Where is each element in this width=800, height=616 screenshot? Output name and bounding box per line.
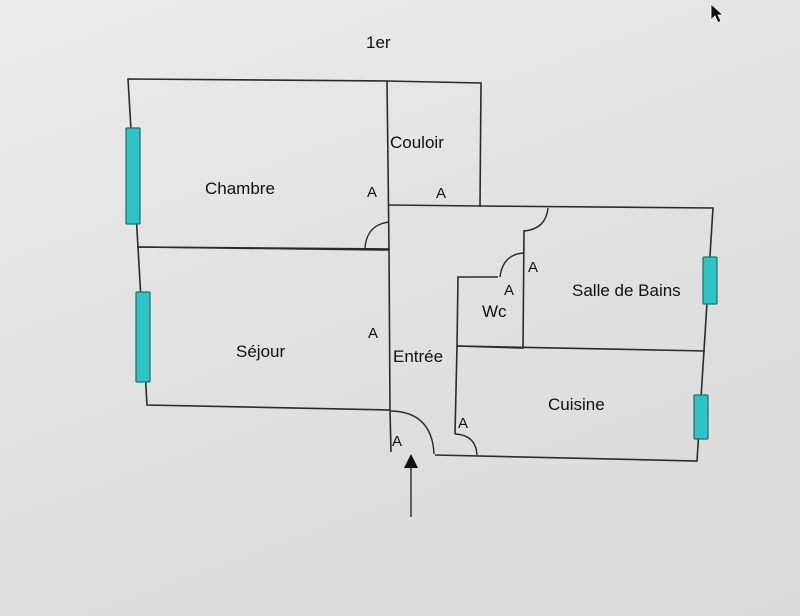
wall-cuisine [456,345,706,352]
wall-salle-de-bains [434,205,714,462]
floor-title: 1er [366,33,391,52]
windows [125,127,718,440]
room-label-sejour: Séjour [236,342,285,361]
door-arc-entree [390,410,435,455]
wall-entree-left [389,409,392,453]
door-arc-salle-de-bains [523,207,549,232]
door-markers: A A A A A A A [367,184,538,450]
room-labels: Chambre Couloir Séjour Entrée Wc Salle d… [205,133,681,414]
door-arc-wc [499,252,525,278]
window-salle-de-bains [702,256,718,305]
wall-couloir [386,80,482,207]
room-label-entree: Entrée [393,347,443,366]
door-marker-salle-de-bains: A [528,259,538,276]
door-marker-chambre: A [367,184,377,201]
door-marker-wc: A [504,282,514,299]
window-chambre [125,127,141,225]
window-cuisine [693,394,709,440]
mouse-cursor-icon [710,3,725,24]
room-label-wc: Wc [482,302,507,321]
door-marker-sejour: A [368,325,378,342]
door-arc-chambre [364,221,390,250]
wall-cuisine-left [454,345,458,435]
door-marker-cuisine: A [458,415,468,432]
door-arcs [364,207,549,456]
entrance-arrow [404,454,418,517]
wall-chambre [127,78,390,250]
room-label-cuisine: Cuisine [548,395,605,414]
entrance-arrow-head [404,454,418,468]
wall-sejour [137,246,391,411]
room-label-couloir: Couloir [390,133,444,152]
window-sejour [135,291,151,383]
room-label-salle-de-bains: Salle de Bains [572,281,681,300]
door-arc-cuisine [454,433,478,456]
room-label-chambre: Chambre [205,179,275,198]
door-marker-couloir: A [436,185,446,202]
door-marker-entree: A [392,433,402,450]
